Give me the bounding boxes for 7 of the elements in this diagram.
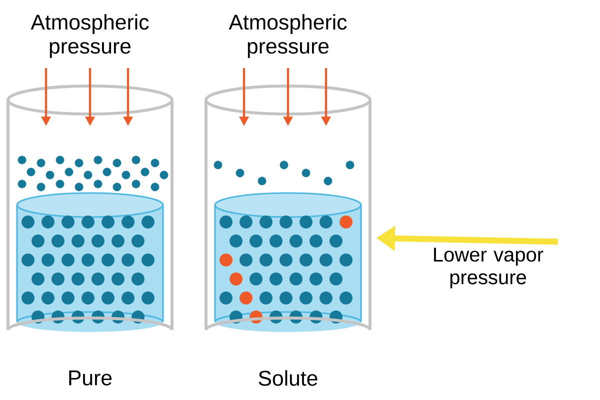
beaker-drawing xyxy=(6,84,174,332)
pressure-label: Atmospheric pressure xyxy=(30,14,149,58)
beaker-drawing xyxy=(204,84,372,332)
label-text: Lower vapor pressure xyxy=(434,248,544,288)
beaker-label: Pure xyxy=(69,370,112,386)
pressure-label: Atmospheric pressure xyxy=(228,14,347,58)
beaker-label: Solute xyxy=(258,370,318,386)
